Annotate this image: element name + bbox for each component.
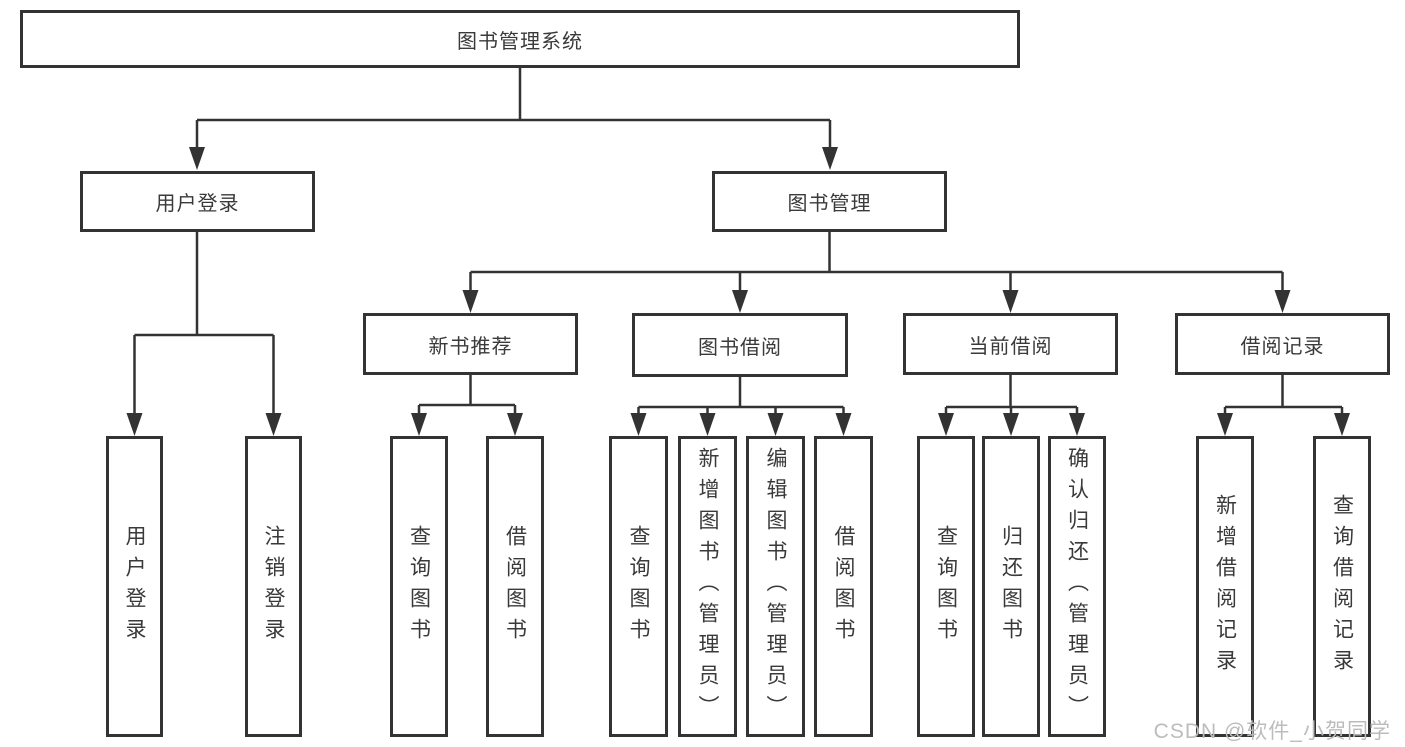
leaf-borrow-book-label: 借阅图书 xyxy=(832,524,855,649)
node-book-management: 图书管理 xyxy=(712,171,947,232)
node-borrow-records: 借阅记录 xyxy=(1175,313,1390,375)
leaf-user-login-label: 用户登录 xyxy=(123,524,146,649)
leaf-add-borrow-record-label: 新增借阅记录 xyxy=(1213,493,1237,680)
leaf-add-book-admin-label: 新增图书（管理员） xyxy=(696,447,719,726)
node-borrow-records-label: 借阅记录 xyxy=(1240,335,1325,358)
leaf-edit-book-admin: 编辑图书（管理员） xyxy=(746,436,805,737)
leaf-confirm-return-admin: 确认归还（管理员） xyxy=(1048,436,1106,737)
leaf-query-book-recommend: 查询图书 xyxy=(390,436,448,737)
connector-currentborrow-to-leaves xyxy=(944,375,1079,416)
leaf-query-book-borrow-label: 查询图书 xyxy=(627,524,650,649)
leaf-query-book-borrow: 查询图书 xyxy=(609,436,668,737)
leaf-query-borrow-record: 查询借阅记录 xyxy=(1313,436,1371,737)
node-current-borrow-label: 当前借阅 xyxy=(968,335,1053,358)
node-library-system-label: 图书管理系统 xyxy=(457,30,583,53)
connector-userlogin-to-leaves xyxy=(133,232,275,416)
leaf-confirm-return-admin-label: 确认归还（管理员） xyxy=(1065,447,1089,726)
leaf-borrow-book: 借阅图书 xyxy=(814,436,873,737)
connector-newbook-to-leaves xyxy=(417,375,517,416)
leaf-add-borrow-record: 新增借阅记录 xyxy=(1196,436,1254,737)
node-library-system: 图书管理系统 xyxy=(20,10,1020,68)
node-user-login-label: 用户登录 xyxy=(155,193,240,215)
node-book-management-label: 图书管理 xyxy=(787,193,872,215)
node-new-book-recommend-label: 新书推荐 xyxy=(428,335,513,358)
leaf-user-login: 用户登录 xyxy=(106,436,163,737)
node-user-login: 用户登录 xyxy=(80,171,315,232)
leaf-query-book-current-label: 查询图书 xyxy=(934,524,958,649)
leaf-edit-book-admin-label: 编辑图书（管理员） xyxy=(764,447,787,726)
leaf-borrow-book-recommend-label: 借阅图书 xyxy=(503,524,527,649)
leaf-query-book-recommend-label: 查询图书 xyxy=(407,524,431,649)
leaf-add-book-admin: 新增图书（管理员） xyxy=(678,436,737,737)
leaf-return-book: 归还图书 xyxy=(982,436,1040,737)
node-book-borrow: 图书借阅 xyxy=(632,313,848,377)
connector-bookmgmt-to-level3 xyxy=(469,232,1284,293)
leaf-query-borrow-record-label: 查询借阅记录 xyxy=(1330,493,1354,680)
connector-root-to-level2 xyxy=(195,68,832,150)
node-current-borrow: 当前借阅 xyxy=(903,313,1118,375)
leaf-logout: 注销登录 xyxy=(245,436,302,737)
leaf-borrow-book-recommend: 借阅图书 xyxy=(486,436,544,737)
leaf-logout-label: 注销登录 xyxy=(262,524,285,649)
leaf-return-book-label: 归还图书 xyxy=(999,524,1023,649)
csdn-watermark: CSDN @软件_小贺同学 xyxy=(1153,720,1391,743)
node-new-book-recommend: 新书推荐 xyxy=(363,313,578,375)
connector-records-to-leaves xyxy=(1223,375,1344,416)
leaf-query-book-current: 查询图书 xyxy=(917,436,975,737)
node-book-borrow-label: 图书借阅 xyxy=(698,336,782,359)
connector-bookborrow-to-leaves xyxy=(637,377,845,416)
